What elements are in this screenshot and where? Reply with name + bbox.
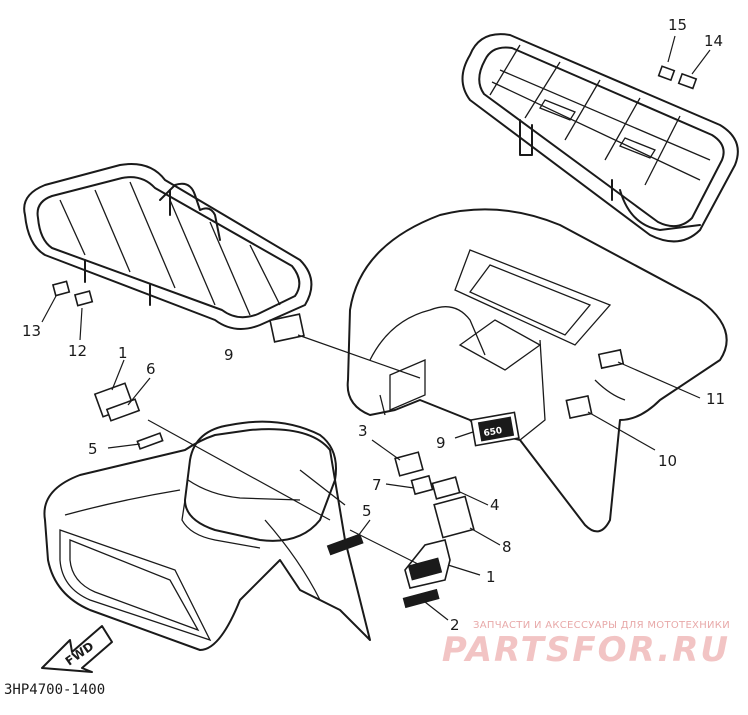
leader-9-upper — [297, 334, 421, 379]
decal-9-upper — [269, 313, 305, 343]
callout-7: 7 — [372, 476, 382, 494]
decal-5-right — [326, 533, 364, 556]
forward-arrow: FWD — [41, 625, 113, 673]
decal-4 — [431, 476, 461, 500]
decal-13 — [51, 280, 71, 297]
callout-14: 14 — [704, 32, 723, 50]
callout-12: 12 — [68, 342, 87, 360]
decal-8 — [433, 495, 475, 539]
callout-1-left: 1 — [118, 344, 128, 362]
decal-12 — [73, 290, 94, 307]
callout-15: 15 — [668, 16, 687, 34]
front-fender — [43, 428, 371, 651]
leader-1-left — [111, 359, 125, 391]
decal-14 — [677, 72, 698, 90]
leader-5-ext — [349, 529, 431, 571]
decal-9-lower: 650 — [470, 411, 520, 447]
callout-5-left: 5 — [88, 440, 98, 458]
decal-7 — [410, 474, 434, 496]
callout-5-right: 5 — [362, 502, 372, 520]
leader-2 — [424, 601, 449, 621]
leader-9-lower — [454, 431, 474, 439]
rear-fender — [346, 208, 728, 533]
callout-10: 10 — [658, 452, 677, 470]
decal-9-lower-text: 650 — [483, 426, 503, 439]
callout-4: 4 — [490, 496, 500, 514]
watermark-tagline: ЗАПЧАСТИ И АКСЕССУАРЫ ДЛЯ МОТОТЕХНИКИ — [473, 620, 730, 631]
decal-1-right — [404, 539, 451, 589]
callout-9-upper: 9 — [224, 346, 234, 364]
leader-8 — [469, 527, 501, 546]
decal-11 — [597, 348, 625, 370]
watermark-logo: PARTSFOR.RU — [441, 630, 730, 670]
callout-8: 8 — [502, 538, 512, 556]
leader-14 — [691, 49, 711, 75]
leader-11 — [617, 361, 701, 399]
leader-6-ext — [147, 419, 331, 521]
front-carrier-rack — [23, 163, 313, 330]
decal-5-left — [136, 432, 164, 450]
leader-12 — [79, 307, 83, 341]
seat — [181, 420, 337, 549]
leader-1-right — [447, 564, 481, 576]
leader-4 — [459, 491, 489, 506]
catalog-code: 3HP4700-1400 — [4, 682, 106, 698]
leader-13 — [41, 295, 57, 323]
leader-10 — [587, 411, 656, 451]
leader-7 — [385, 483, 415, 489]
watermark: ЗАПЧАСТИ И АКСЕССУАРЫ ДЛЯ МОТОТЕХНИКИ PA… — [442, 620, 730, 669]
callout-2: 2 — [450, 616, 460, 634]
callout-9-lower: 9 — [436, 434, 446, 452]
decal-3 — [394, 451, 424, 477]
leader-5-right — [354, 519, 371, 541]
callout-6: 6 — [146, 360, 156, 378]
decal-10 — [565, 394, 593, 420]
leader-3 — [371, 439, 401, 461]
decal-2 — [402, 588, 440, 609]
callout-1-right: 1 — [486, 568, 496, 586]
leader-5-left — [107, 443, 141, 449]
callout-3: 3 — [358, 422, 368, 440]
decal-6 — [105, 398, 141, 422]
callout-11: 11 — [706, 390, 725, 408]
callout-13: 13 — [22, 322, 41, 340]
leader-6 — [127, 377, 151, 406]
rear-carrier-rack — [461, 33, 739, 243]
decal-15 — [657, 65, 676, 82]
leader-15 — [667, 35, 676, 63]
